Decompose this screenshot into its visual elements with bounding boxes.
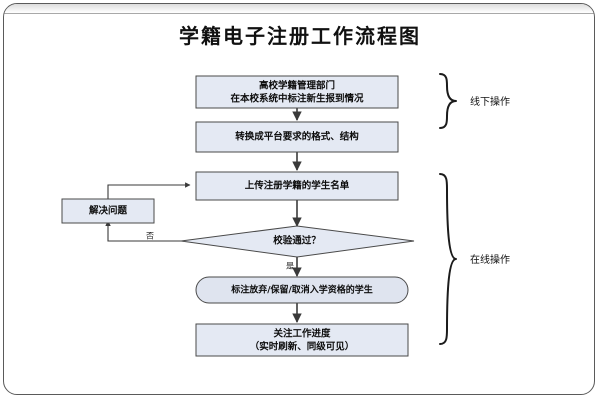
edge-n5-n4: 否 [105, 220, 196, 242]
node-n6-stadium[interactable]: 标注放弃/保留/取消入学资格的学生 [195, 276, 409, 304]
curly-brace-offline [439, 73, 457, 129]
page-title: 学籍电子注册工作流程图 [179, 24, 421, 48]
edge-label-yes: 是 [286, 262, 294, 271]
curly-brace-online [439, 173, 457, 345]
node-n5-decision[interactable]: 校验通过？ [180, 225, 415, 258]
node-n1-process[interactable]: 高校学籍管理部门 在本校系统中标注新生报到情况 [195, 75, 399, 109]
edge-label-no: 否 [146, 232, 154, 241]
node-n7-line1: 关注工作进度 [273, 328, 331, 340]
node-n1-line2: 在本校系统中标注新生报到情况 [230, 93, 364, 105]
node-n7-process[interactable]: 关注工作进度 （实时刷新、同级可见） [195, 323, 409, 357]
node-n3-process[interactable]: 上传注册学籍的学生名单 [195, 171, 399, 201]
node-n5-line1: 校验通过？ [273, 235, 321, 247]
node-n1-line1: 高校学籍管理部门 [259, 80, 335, 92]
node-n7-line2: （实时刷新、同级可见） [250, 341, 355, 353]
node-n2-line1: 转换成平台要求的格式、结构 [235, 131, 359, 143]
annotation-online: 在线操作 [439, 173, 510, 345]
edge-n4-n3 [107, 182, 191, 199]
node-n3-line1: 上传注册学籍的学生名单 [245, 180, 350, 192]
node-n4-line1: 解决问题 [89, 205, 128, 217]
node-n4-process[interactable]: 解决问题 [61, 198, 155, 224]
node-n6-line1: 标注放弃/保留/取消入学资格的学生 [230, 284, 373, 296]
node-n2-process[interactable]: 转换成平台要求的格式、结构 [195, 121, 399, 153]
frame-gloss-bar [4, 4, 594, 14]
annotation-offline: 线下操作 [439, 73, 510, 129]
annotation-offline-label: 线下操作 [470, 95, 510, 108]
edge-n5-n6: 是 [286, 257, 302, 277]
annotation-online-label: 在线操作 [470, 253, 510, 266]
